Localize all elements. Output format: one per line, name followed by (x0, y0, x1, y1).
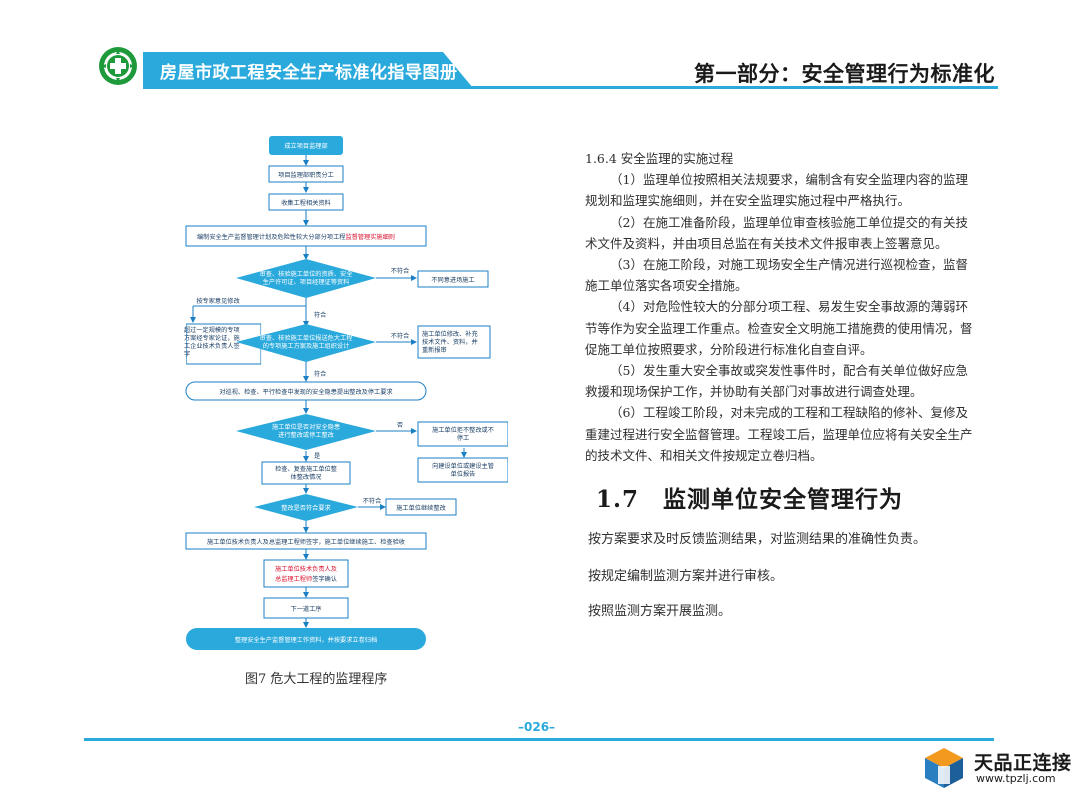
paragraph-3: （3）在施工阶段，对施工现场安全生产情况进行巡视检查，监督施工单位落实各项安全措… (585, 257, 968, 294)
step-duties (268, 165, 344, 183)
decision-rectification-ok-label: 整改是否符合要求 (281, 504, 331, 512)
paragraph-1: （1）监理单位按照相关法规要求，编制含有安全监理内容的监理规划和监理实施细则，并… (585, 172, 968, 209)
label-revise-per-experts: 按专家意见修改 (196, 297, 239, 305)
step-archive-label: 整理安全生产监督管理工作资料，并按要求立卷归档 (235, 636, 377, 644)
step-deny-entry-label: 不同意进场施工 (431, 276, 474, 284)
paragraph-2: （2）在施工准备阶段，监理单位审查核验施工单位提交的有关技术文件及资料，并由项目… (585, 214, 968, 251)
subheading: 1.6.4 安全监理的实施过程 (585, 151, 734, 166)
section-line-2: 按规定编制监测方案并进行审核。 (588, 569, 784, 584)
step-resubmit-docs-line2: 技术文件、资料，并 (422, 338, 478, 346)
label-not-compliant-1: 不符合 (391, 267, 410, 275)
page-number: –026– (518, 720, 556, 734)
step-recheck-line2: 体整改情况 (291, 473, 322, 481)
step-report-to-authority-line2: 单位报告 (451, 470, 476, 478)
supervision-flowchart: 成立项目监理部 项目监理部职责分工 收集工程相关资料 编制安全生产监督管理计划及… (184, 136, 508, 650)
step-establish-team (269, 136, 343, 155)
step-sign-and-continue (185, 532, 427, 550)
step-continue-rectification (385, 498, 457, 516)
section-title: 1.7 监测单位安全管理行为 (596, 486, 904, 513)
step-recheck-line1: 检查、复查施工单位整 (275, 465, 337, 473)
decision-special-plan-line2: 的专项施工方案及施工组织设计 (263, 342, 350, 350)
section-line-3: 按照监测方案开展监测。 (588, 604, 732, 619)
step-collect-docs-label: 收集工程相关资料 (281, 199, 331, 207)
step-expert-review-line4: 字 (184, 350, 190, 358)
watermark-name: 天品正连接 (974, 752, 1072, 774)
step-recheck (261, 461, 351, 485)
step-refuses-rectification (417, 421, 508, 447)
header-title-banner (143, 52, 473, 88)
label-not-compliant-2: 不符合 (391, 332, 410, 340)
step-sign-and-continue-label: 施工单位技术负责人及总监理工程师签字，施工单位继续施工、检查验收 (207, 538, 405, 546)
paragraph-6: （6）工程竣工阶段，对未完成的工程和工程缺陷的修补、复修及重建过程进行安全监督管… (585, 405, 973, 463)
paragraph-4: （4）对危险性较大的分部分项工程、易发生安全事故源的薄弱环节等作为安全监理工作重… (585, 299, 973, 357)
step-duties-label: 项目监理部职责分工 (278, 171, 334, 179)
label-compliant-2: 符合 (314, 370, 326, 378)
decision-qualification-check (236, 259, 376, 298)
step-deny-entry (417, 270, 489, 288)
step-expert-review-line2: 方案经专家论证，施 (184, 334, 240, 342)
label-yes-3: 是 (314, 453, 320, 460)
decision-special-plan-line1: 审查、核验施工单位报送危大工程 (260, 334, 353, 342)
step-archive (186, 628, 426, 650)
header-divider (143, 86, 998, 89)
decision-qualification-line2: 生产许可证、项目经理证等资料 (263, 278, 350, 286)
section-line-1: 按方案要求及时反馈监测结果，对监测结果的准确性负责。 (588, 532, 927, 547)
step-next-process-label: 下一道工序 (291, 605, 322, 613)
decision-qualification-line1: 审查、核验施工单位的资质、安全 (260, 270, 354, 278)
figure-caption: 图7 危大工程的监理程序 (245, 672, 388, 687)
decision-rectified-line1: 施工单位是否对安全隐患 (272, 423, 340, 431)
step-supervision-plan (185, 225, 427, 247)
step-refuses-rectification-line2: 停工 (457, 434, 469, 442)
step-collect-docs (268, 193, 344, 211)
step-expert-review-line3: 工企业技术负责人签 (184, 342, 240, 350)
step-expert-review-line1: 超过一定规模的专项 (184, 326, 240, 334)
step-report-to-authority-line1: 向建设单位或建设主管 (432, 462, 494, 470)
step-resubmit-docs-line1: 施工单位修改、补充 (422, 330, 478, 338)
label-compliant-1: 符合 (314, 311, 326, 319)
step-resubmit-docs (417, 325, 491, 359)
cube-logo-icon (925, 748, 963, 788)
step-signature-confirm (263, 559, 349, 588)
decision-rectified-line2: 进行整改或停工整改 (278, 431, 334, 439)
implementation-text: 1.6.4 安全监理的实施过程 （1）监理单位按照相关法规要求，编制含有安全监理… (585, 148, 980, 466)
step-supervision-plan-label: 编制安全生产监督管理计划及危险性较大分部分项工程监督管理实施细则 (197, 233, 395, 241)
watermark-url: www.tpzlj.com (976, 772, 1056, 785)
step-hazard-rectification-request (185, 381, 427, 401)
step-refuses-rectification-line1: 施工单位拒不整改或不 (432, 426, 494, 434)
step-continue-rectification-label: 施工单位继续整改 (396, 504, 446, 512)
step-next-process (263, 597, 349, 619)
book-title: 房屋市政工程安全生产标准化指导图册 (160, 63, 458, 83)
safety-cross-logo-icon (99, 47, 137, 85)
part-title: 第一部分：安全管理行为标准化 (694, 61, 995, 86)
step-signature-confirm-line2: 总监理工程师签字确认 (275, 575, 337, 583)
decision-special-plan-review (236, 324, 376, 362)
label-no-3: 否 (397, 422, 403, 429)
decision-rectified (236, 414, 376, 450)
paragraph-5: （5）发生重大安全事故或突发性事件时，配合有关单位做好应急救援和现场保护工作，并… (585, 363, 968, 400)
step-signature-confirm-line1: 施工单位技术负责人及 (275, 565, 337, 573)
step-establish-team-label: 成立项目监理部 (284, 142, 327, 150)
step-report-to-authority (417, 457, 508, 483)
footer-divider (84, 738, 994, 741)
step-hazard-rectification-label: 对巡视、检查、平行检查中发现的安全隐患提出整改及停工要求 (219, 388, 392, 396)
label-not-compliant-4: 不符合 (363, 497, 382, 505)
step-resubmit-docs-line3: 重新报审 (422, 346, 447, 354)
decision-rectification-ok (254, 494, 358, 521)
